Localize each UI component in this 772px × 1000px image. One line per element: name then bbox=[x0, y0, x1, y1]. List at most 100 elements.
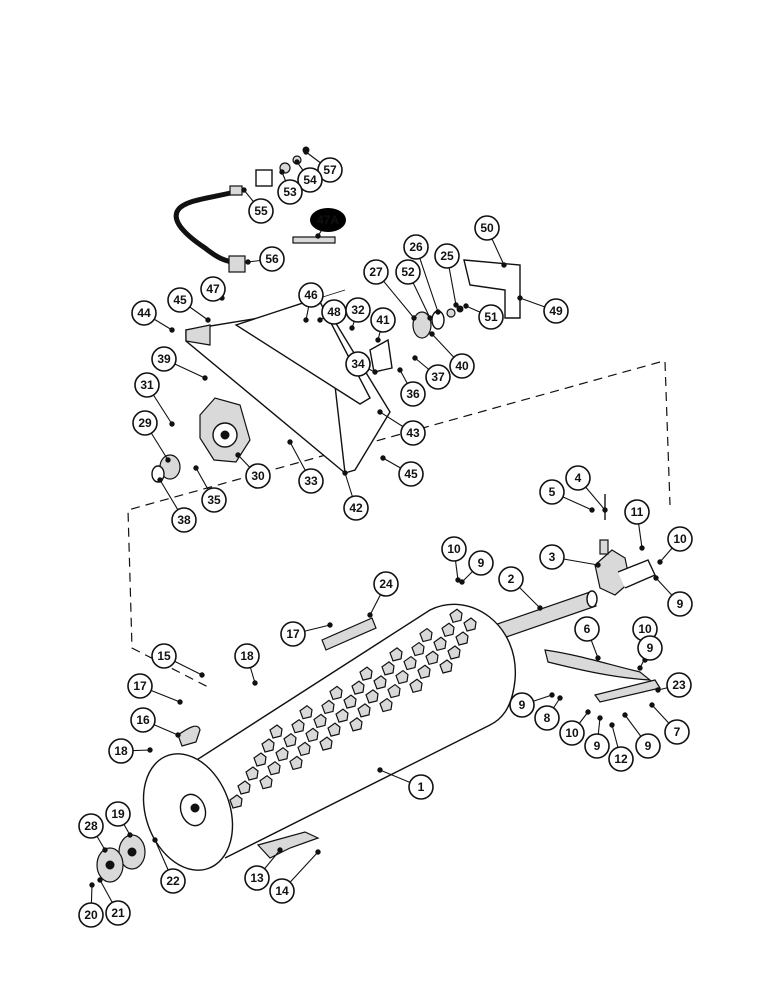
callout-label: 3 bbox=[549, 550, 556, 564]
bracket-13 bbox=[256, 831, 320, 859]
fastener-c45b bbox=[380, 455, 386, 461]
callout-c45b: 45 bbox=[398, 461, 424, 487]
callout-c13: 13 bbox=[244, 865, 270, 891]
callout-label: 21 bbox=[111, 906, 125, 920]
callout-label: 9 bbox=[645, 739, 652, 753]
rotor-teeth bbox=[229, 608, 477, 809]
callout-c57: 57 bbox=[317, 157, 343, 183]
callout-label: 10 bbox=[447, 542, 461, 556]
callout-label: 57 bbox=[323, 163, 337, 177]
rotor-tooth bbox=[365, 689, 379, 704]
callout-label: 40 bbox=[455, 359, 469, 373]
callout-label: 31 bbox=[140, 378, 154, 392]
rotor-tooth bbox=[289, 755, 303, 771]
fastener-c50 bbox=[501, 262, 507, 268]
callout-c30: 30 bbox=[245, 463, 271, 489]
assembly-dashed-line bbox=[127, 361, 671, 689]
fastener-c18a bbox=[252, 680, 258, 686]
callout-label: 56 bbox=[265, 252, 279, 266]
callout-label: 49 bbox=[549, 304, 563, 318]
fastener-c21 bbox=[97, 877, 103, 883]
fastener-c6 bbox=[595, 655, 601, 661]
fastener-c22 bbox=[152, 837, 158, 843]
rotor-tooth bbox=[237, 780, 251, 795]
yoke-assembly bbox=[594, 494, 656, 596]
callout-c26: 26 bbox=[403, 234, 429, 260]
rotor-tooth bbox=[343, 694, 357, 709]
callout-c31: 31 bbox=[134, 372, 160, 398]
fastener-c35 bbox=[193, 465, 199, 471]
fastener-c42 bbox=[342, 470, 348, 476]
hose-assembly bbox=[173, 146, 310, 273]
callout-c48: 48 bbox=[321, 299, 347, 325]
callout-c53: 53 bbox=[277, 179, 303, 205]
callout-label: 38 bbox=[177, 513, 191, 527]
callout-c56: 56 bbox=[259, 246, 285, 272]
fastener-c53 bbox=[279, 169, 285, 175]
callout-c35: 35 bbox=[201, 487, 227, 513]
callout-label: 14 bbox=[275, 884, 289, 898]
fastener-c30 bbox=[235, 452, 241, 458]
callout-label: 45 bbox=[404, 467, 418, 481]
fastener-c38 bbox=[157, 477, 163, 483]
rotor-tooth bbox=[387, 683, 401, 699]
callout-c14: 14 bbox=[269, 878, 295, 904]
fastener-c3 bbox=[595, 562, 601, 568]
rotor-tooth bbox=[335, 708, 349, 723]
callout-c37: 37 bbox=[425, 364, 451, 390]
callout-label: 6 bbox=[584, 622, 591, 636]
callout-label: 13 bbox=[250, 871, 264, 885]
callout-c42: 42 bbox=[343, 495, 369, 521]
fastener-c39 bbox=[202, 375, 208, 381]
callout-c9e: 9 bbox=[584, 733, 610, 759]
fastener-c40 bbox=[429, 331, 435, 337]
callout-label: 20 bbox=[84, 908, 98, 922]
arm-6 bbox=[544, 649, 652, 681]
rotor-tooth bbox=[299, 704, 313, 720]
rotor-tooth bbox=[403, 655, 417, 671]
callout-label: 19 bbox=[111, 807, 125, 821]
fastener-c49 bbox=[517, 295, 523, 301]
rotor-tooth bbox=[261, 738, 275, 753]
fastener-c8 bbox=[557, 695, 563, 701]
callout-label: 45 bbox=[173, 293, 187, 307]
rotor-tooth bbox=[305, 727, 319, 743]
callout-label: 24 bbox=[379, 577, 393, 591]
callout-label: 48 bbox=[327, 305, 341, 319]
callout-label: 50 bbox=[480, 221, 494, 235]
rotor-tooth bbox=[395, 669, 409, 685]
fastener-c18b bbox=[147, 747, 153, 753]
callout-c3: 3 bbox=[539, 544, 565, 570]
callout-c52: 52 bbox=[395, 259, 421, 285]
callout-label: 16 bbox=[136, 713, 150, 727]
callout-c55: 55 bbox=[248, 198, 274, 224]
hub-19 bbox=[118, 834, 146, 870]
fastener-c23 bbox=[655, 687, 661, 693]
callout-label: 51 bbox=[484, 310, 498, 324]
callout-label: 8 bbox=[544, 711, 551, 725]
fastener-c51 bbox=[463, 303, 469, 309]
callout-c9b: 9 bbox=[667, 591, 693, 617]
callout-c54: 54 bbox=[297, 167, 323, 193]
callout-c39: 39 bbox=[151, 346, 177, 372]
callout-c7: 7 bbox=[664, 719, 690, 745]
callout-c34: 34 bbox=[345, 351, 371, 377]
flange-28 bbox=[96, 847, 124, 883]
callout-c24: 24 bbox=[373, 571, 399, 597]
callout-label: 54 bbox=[303, 173, 317, 187]
callout-c28: 28 bbox=[78, 813, 104, 839]
callout-c47A: 47A bbox=[310, 208, 346, 232]
fastener-c7 bbox=[649, 702, 655, 708]
fastener-c27 bbox=[411, 315, 417, 321]
fastener-c36 bbox=[397, 367, 403, 373]
callout-label: 36 bbox=[406, 387, 420, 401]
callout-c21: 21 bbox=[105, 900, 131, 926]
callout-label: 9 bbox=[647, 641, 654, 655]
fastener-c16 bbox=[175, 732, 181, 738]
callout-label: 11 bbox=[631, 505, 644, 519]
callout-label: 33 bbox=[304, 474, 318, 488]
callout-label: 2 bbox=[508, 572, 515, 586]
callout-c41: 41 bbox=[370, 307, 396, 333]
bearing-40 bbox=[412, 305, 464, 339]
knife-24 bbox=[321, 617, 377, 651]
